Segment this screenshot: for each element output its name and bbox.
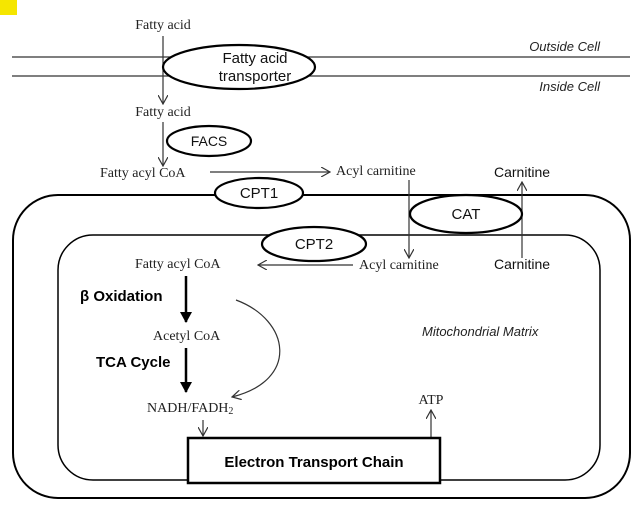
acetyl-coa-label: Acetyl CoA: [153, 329, 221, 344]
outside-cell-label: Outside Cell: [529, 39, 601, 54]
arrow-curve-to-nadh: [232, 299, 281, 397]
fatty-acyl-coa-inner-label: Fatty acyl CoA: [135, 257, 221, 272]
carnitine-inner-label: Carnitine: [494, 256, 550, 272]
facs-label: FACS: [191, 133, 228, 149]
fatty-acyl-coa-top-label: Fatty acyl CoA: [100, 166, 186, 181]
fatty-acid-inside-label: Fatty acid: [135, 105, 191, 120]
fatty-acid-outside-label: Fatty acid: [135, 18, 191, 33]
cpt1-label: CPT1: [240, 185, 278, 202]
electron-transport-chain-box: [186, 436, 442, 485]
acyl-carnitine-top-label: Acyl carnitine: [336, 164, 416, 179]
carnitine-top-label: Carnitine: [494, 164, 550, 180]
inside-cell-label: Inside Cell: [539, 79, 601, 94]
mitochondria-outer-membrane: [12, 194, 631, 499]
transporter-label-line2: transporter: [219, 68, 292, 85]
nadh-fadh-label: NADH/FADH2: [147, 401, 233, 417]
cpt2-ellipse: [260, 225, 368, 263]
corner-marker: [0, 0, 17, 15]
acyl-carnitine-inner-label: Acyl carnitine: [359, 258, 439, 273]
cpt1-ellipse: [213, 176, 305, 210]
mitochondrial-matrix-label: Mitochondrial Matrix: [422, 324, 539, 339]
cat-label: CAT: [452, 206, 481, 223]
etc-label: Electron Transport Chain: [224, 454, 403, 471]
cpt2-label: CPT2: [295, 236, 333, 253]
atp-label: ATP: [419, 393, 444, 408]
cat-ellipse: [408, 193, 524, 235]
fatty-acid-transporter: [161, 43, 317, 91]
beta-oxidation-label: β Oxidation: [80, 288, 163, 305]
facs-ellipse: [165, 124, 253, 158]
transporter-label-line1: Fatty acid: [222, 50, 287, 67]
tca-cycle-label: TCA Cycle: [96, 354, 170, 371]
